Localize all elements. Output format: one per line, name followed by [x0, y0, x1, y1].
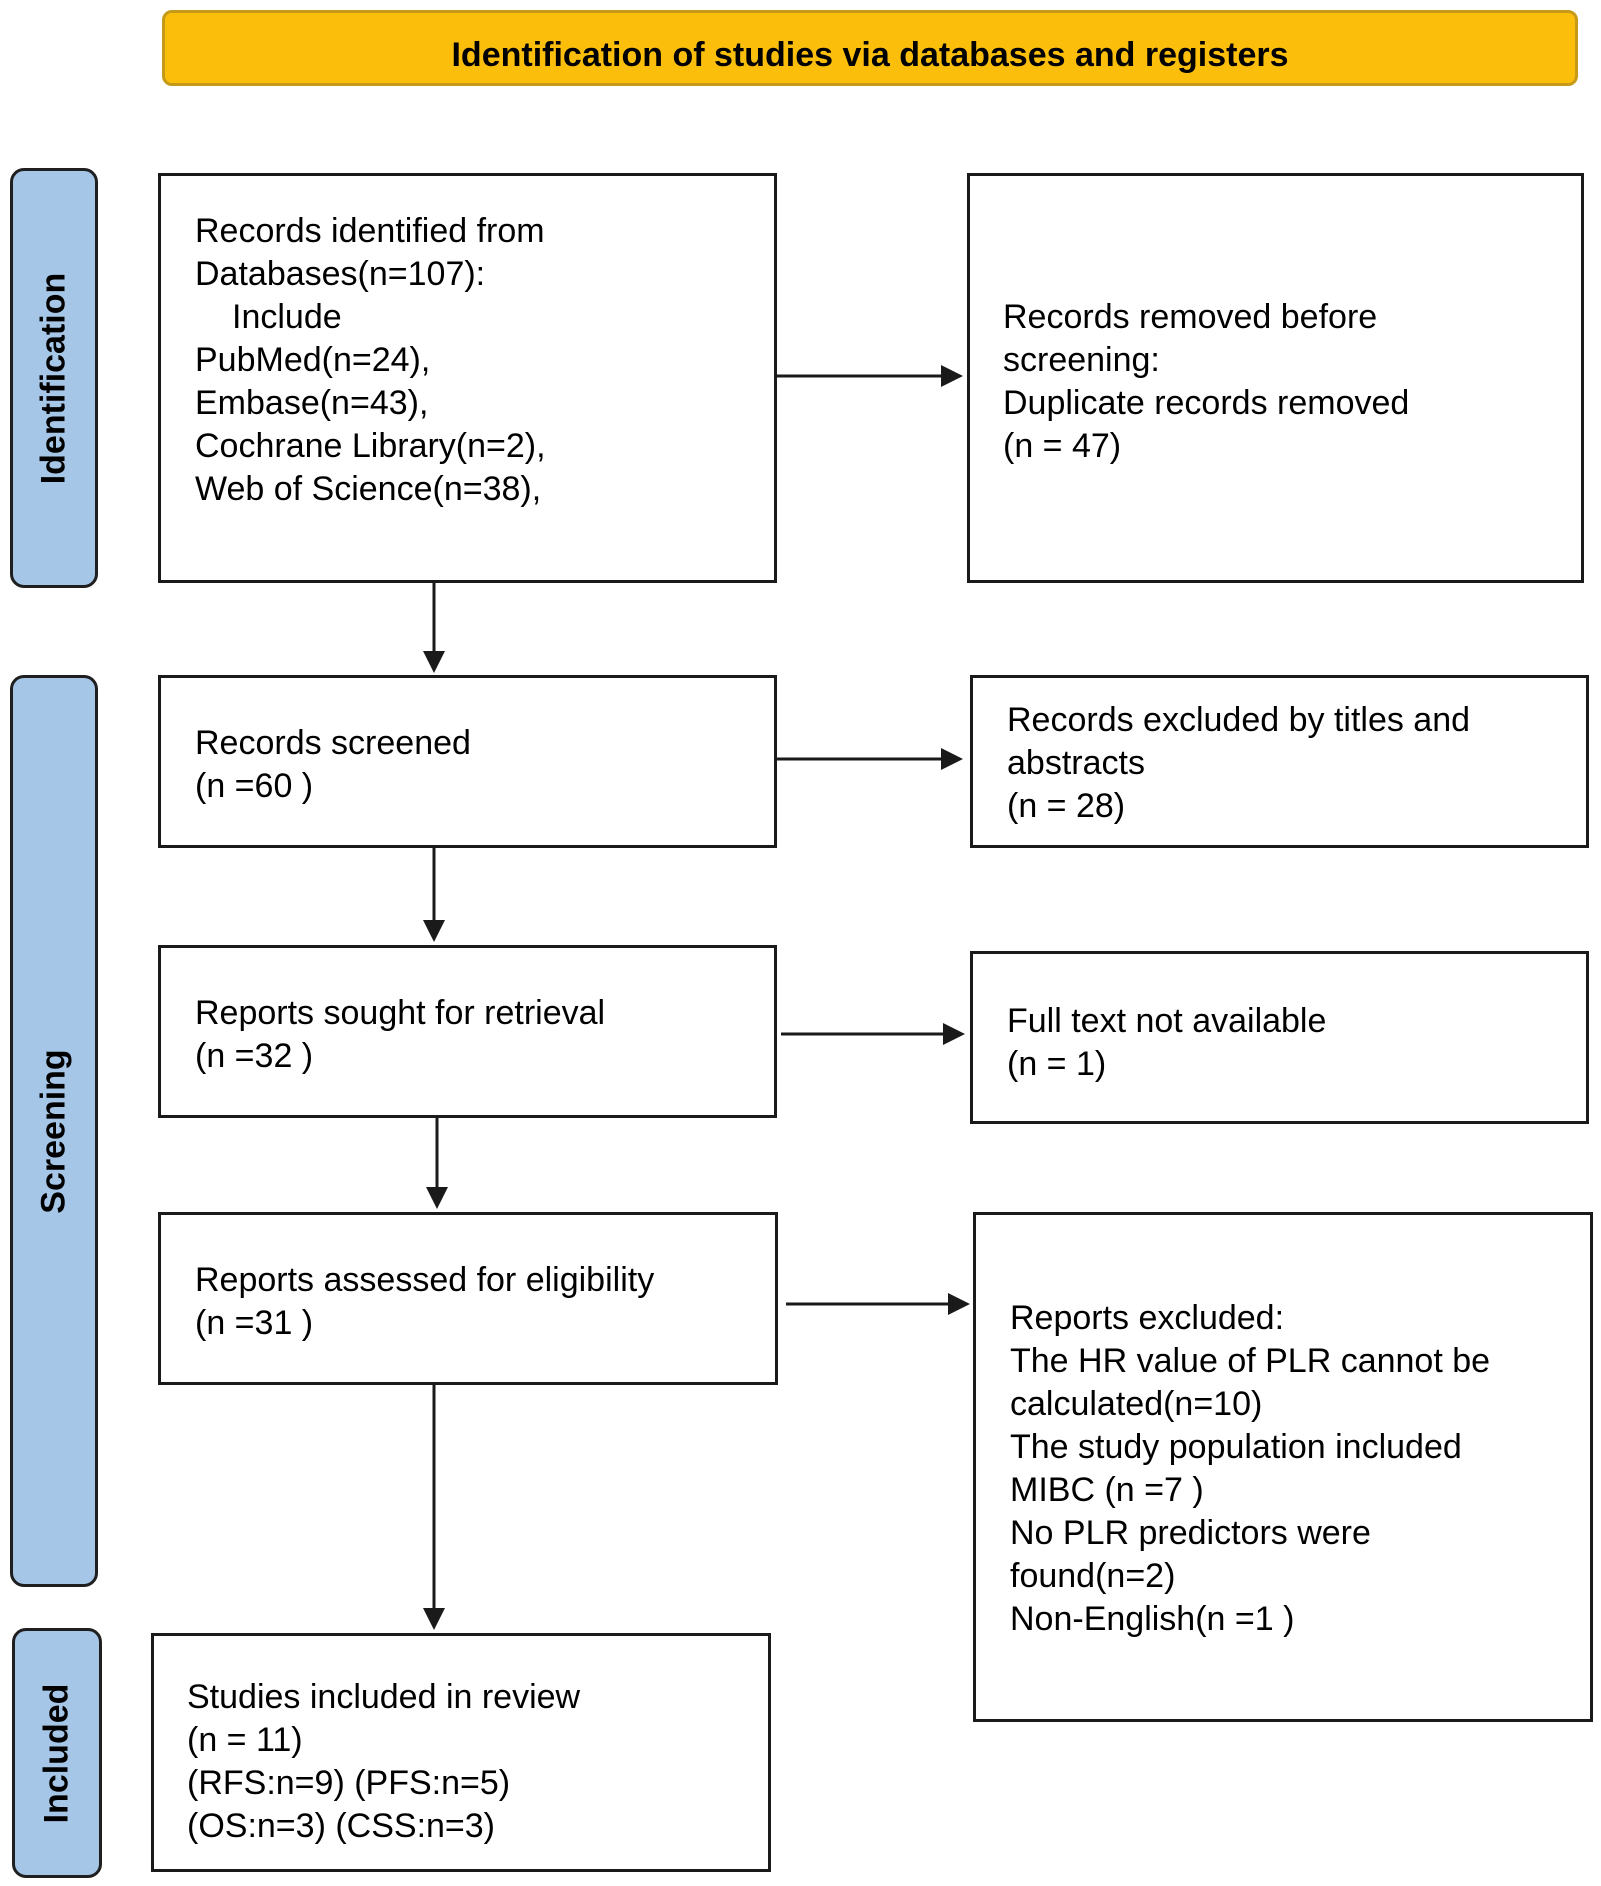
- phase-included-label: Included: [37, 1683, 76, 1823]
- box-line: Studies included in review: [187, 1678, 581, 1716]
- box-line: (n = 28): [1007, 787, 1126, 825]
- header-title: Identification of studies via databases …: [451, 35, 1289, 74]
- arrowhead: [943, 1023, 965, 1045]
- box-records-identified: Records identified from Databases(n=107)…: [158, 173, 777, 583]
- box-line: (n =32 ): [195, 1037, 314, 1075]
- box-line: The HR value of PLR cannot be: [1010, 1342, 1491, 1380]
- box-line: Records identified from: [195, 212, 545, 250]
- box-line: calculated(n=10): [1010, 1385, 1263, 1423]
- box-records-excluded-titles: Records excluded by titles and abstracts…: [970, 675, 1589, 848]
- box-line: Full text not available: [1007, 1002, 1327, 1040]
- arrowhead: [423, 1608, 445, 1630]
- arrowhead: [423, 651, 445, 673]
- phase-screening: Screening: [10, 675, 98, 1587]
- box-line: Records removed before: [1003, 298, 1378, 336]
- box-line: The study population included: [1010, 1428, 1462, 1466]
- box-line: Reports assessed for eligibility: [195, 1261, 655, 1299]
- arrowhead: [948, 1293, 970, 1315]
- box-line: MIBC (n =7 ): [1010, 1471, 1204, 1509]
- box-full-text-not-available: Full text not available (n = 1): [970, 951, 1589, 1124]
- box-line: (n = 47): [1003, 427, 1122, 465]
- phase-identification: Identification: [10, 168, 98, 588]
- box-line: Records screened: [195, 724, 471, 762]
- box-line: Cochrane Library(n=2),: [195, 427, 546, 465]
- box-line: found(n=2): [1010, 1557, 1176, 1595]
- box-line: (OS:n=3) (CSS:n=3): [187, 1807, 496, 1845]
- phase-identification-label: Identification: [34, 272, 73, 484]
- box-reports-excluded: Reports excluded: The HR value of PLR ca…: [973, 1212, 1593, 1722]
- arrowhead: [423, 920, 445, 942]
- box-records-removed: Records removed before screening: Duplic…: [967, 173, 1584, 583]
- box-line: Non-English(n =1 ): [1010, 1600, 1295, 1638]
- box-line: (n = 1): [1007, 1045, 1107, 1083]
- box-line: screening:: [1003, 341, 1160, 379]
- box-line: Duplicate records removed: [1003, 384, 1410, 422]
- phase-included: Included: [12, 1628, 102, 1878]
- header-banner: Identification of studies via databases …: [162, 10, 1578, 86]
- box-line: Records excluded by titles and: [1007, 701, 1471, 739]
- box-line: Reports excluded:: [1010, 1299, 1285, 1337]
- arrowhead: [941, 748, 963, 770]
- box-studies-included: Studies included in review (n = 11) (RFS…: [151, 1633, 771, 1872]
- box-line: Databases(n=107):: [195, 255, 486, 293]
- arrowhead: [426, 1187, 448, 1209]
- box-line: No PLR predictors were: [1010, 1514, 1371, 1552]
- box-line: abstracts: [1007, 744, 1145, 782]
- phase-screening-label: Screening: [34, 1048, 73, 1214]
- box-reports-sought: Reports sought for retrieval (n =32 ): [158, 945, 777, 1118]
- box-line: PubMed(n=24),: [195, 341, 431, 379]
- box-line: Include: [232, 298, 342, 336]
- box-line: (RFS:n=9) (PFS:n=5): [187, 1764, 511, 1802]
- box-reports-assessed: Reports assessed for eligibility (n =31 …: [158, 1212, 778, 1385]
- box-line: Reports sought for retrieval: [195, 994, 606, 1032]
- box-line: (n =31 ): [195, 1304, 314, 1342]
- box-line: (n = 11): [187, 1721, 303, 1759]
- box-records-screened: Records screened (n =60 ): [158, 675, 777, 848]
- box-line: Embase(n=43),: [195, 384, 429, 422]
- arrowhead: [941, 365, 963, 387]
- box-line: (n =60 ): [195, 767, 314, 805]
- box-line: Web of Science(n=38),: [195, 470, 542, 508]
